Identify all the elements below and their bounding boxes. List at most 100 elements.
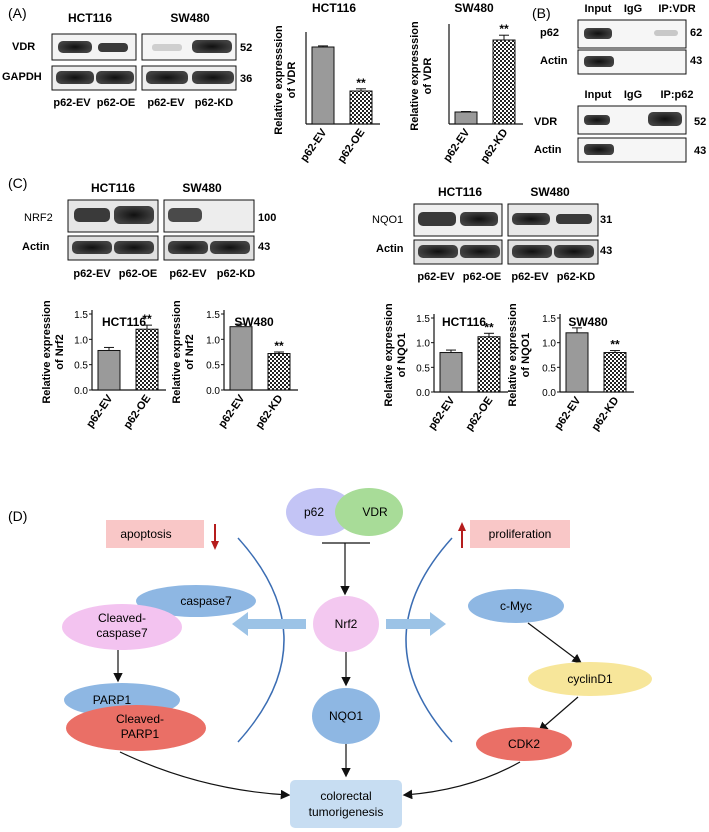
chart-title: HCT116 [312, 1, 356, 15]
down-arrowhead-icon [211, 541, 219, 550]
blot-lane-label: p62-EV [73, 268, 111, 280]
cmyc-node [468, 589, 564, 623]
outcome-label: colorectal [320, 789, 371, 803]
coip-kda: 43 [694, 145, 706, 157]
blot-band [72, 241, 112, 254]
y-axis-label: Relative expression [41, 300, 53, 404]
y-axis-label: of NQO1 [520, 333, 532, 378]
arrow-cdk2-to-outcome [402, 761, 521, 800]
y-tick-label: 0.0 [74, 386, 88, 397]
caspase7-label: caspase7 [180, 594, 232, 608]
bar [454, 111, 478, 125]
blot-band [654, 30, 678, 36]
blot-a-row-label: GAPDH [2, 71, 42, 83]
significance-label: ** [356, 76, 366, 90]
significance-label: ** [610, 338, 620, 352]
cleaved-parp1-label: Cleaved- [116, 712, 164, 726]
x-tick-label: p62-EV [441, 126, 473, 164]
bar [477, 336, 501, 393]
bar [135, 328, 159, 391]
x-tick-label: p62-EV [426, 394, 458, 432]
y-tick-label: 0.0 [206, 386, 220, 397]
blot-title: HCT116 [438, 185, 482, 199]
blot-a-kda: 36 [240, 73, 252, 85]
blot-kda: 100 [258, 212, 276, 224]
y-tick-label: 0.5 [542, 363, 556, 374]
y-tick-label: 1.5 [542, 314, 556, 325]
coip-row-label: p62 [540, 27, 559, 39]
bar [565, 332, 589, 393]
outcome-label: tumorigenesis [309, 805, 384, 819]
bar [311, 46, 335, 125]
y-tick-label: 0.5 [206, 361, 220, 372]
blot-a-row-label: VDR [12, 41, 35, 53]
panel-label-d: (D) [8, 508, 27, 524]
cleaved-parp1-label: PARP1 [121, 727, 160, 741]
blot-title: SW480 [530, 185, 570, 199]
y-tick-label: 0.5 [416, 363, 430, 374]
blot-lane-label: p62-EV [169, 268, 207, 280]
blot-band [512, 245, 552, 258]
proliferation-box [470, 520, 570, 548]
significance-label: ** [484, 320, 494, 334]
boundary-curve-right [405, 537, 453, 743]
x-tick-label: p62-EV [84, 392, 116, 430]
blot-band [168, 241, 208, 254]
blot-band [98, 43, 128, 52]
blot-band [648, 112, 682, 126]
y-tick-label: 0.5 [74, 361, 88, 372]
caspase7-node [136, 585, 256, 617]
y-tick-label: 1.0 [542, 339, 556, 350]
p62-node [286, 488, 354, 536]
chart-title: SW480 [234, 315, 274, 329]
x-tick-label: p62-OE [122, 393, 154, 431]
blot-lane-label: p62-OE [463, 271, 502, 283]
coip-kda: 43 [690, 55, 702, 67]
cdk2-node [476, 727, 572, 761]
panel-label-c: (C) [8, 175, 27, 191]
cleaved-caspase7-label: caspase7 [96, 626, 148, 640]
bar [97, 349, 121, 391]
coip-kda: 62 [690, 27, 702, 39]
y-axis-label: Relative expression [171, 300, 183, 404]
blot-title: HCT116 [91, 181, 135, 195]
coip-header: Input [585, 89, 612, 101]
y-axis-label: of Nrf2 [184, 334, 196, 369]
x-tick-label: p62-OE [464, 395, 496, 433]
up-arrowhead-icon [458, 522, 466, 531]
blot-band [56, 71, 94, 84]
bar [229, 326, 253, 391]
y-axis-label: Relative expresssion [273, 25, 285, 135]
bar [603, 352, 627, 393]
y-axis-label: of VDR [422, 58, 434, 95]
y-tick-label: 1.5 [206, 310, 220, 321]
pathway-diagram: p62 VDR Nrf2 NQO1 apoptosis proliferatio… [62, 488, 652, 828]
chart-title: SW480 [568, 315, 608, 329]
cleaved-parp1-node [66, 705, 206, 751]
cyclind1-node [528, 662, 652, 696]
x-tick-label: p62-EV [552, 394, 584, 432]
blot-band [192, 71, 234, 84]
panel-c-nrf2-blot: HCT116 SW480 NRF2 Actin 100 43 p62-EV p6… [22, 181, 276, 280]
blot-band [460, 212, 498, 226]
blot-lane-label: p62-OE [119, 268, 158, 280]
blot-a-lane-label: p62-OE [97, 97, 136, 109]
y-tick-label: 0.0 [416, 388, 430, 399]
arrow-cmyc-to-cyclind1 [527, 622, 582, 664]
x-tick-label: p62-EV [216, 392, 248, 430]
nqo1-node [312, 688, 380, 744]
panel-label-b: (B) [532, 5, 551, 21]
blot-band [584, 144, 614, 155]
significance-label: ** [274, 339, 284, 353]
y-axis-label: of VDR [286, 62, 298, 99]
blot-a-title-left: HCT116 [68, 11, 112, 25]
y-tick-label: 1.0 [74, 335, 88, 346]
blot-kda: 31 [600, 214, 612, 226]
blot-a-lane-label: p62-KD [195, 97, 234, 109]
blot-band [192, 40, 232, 53]
